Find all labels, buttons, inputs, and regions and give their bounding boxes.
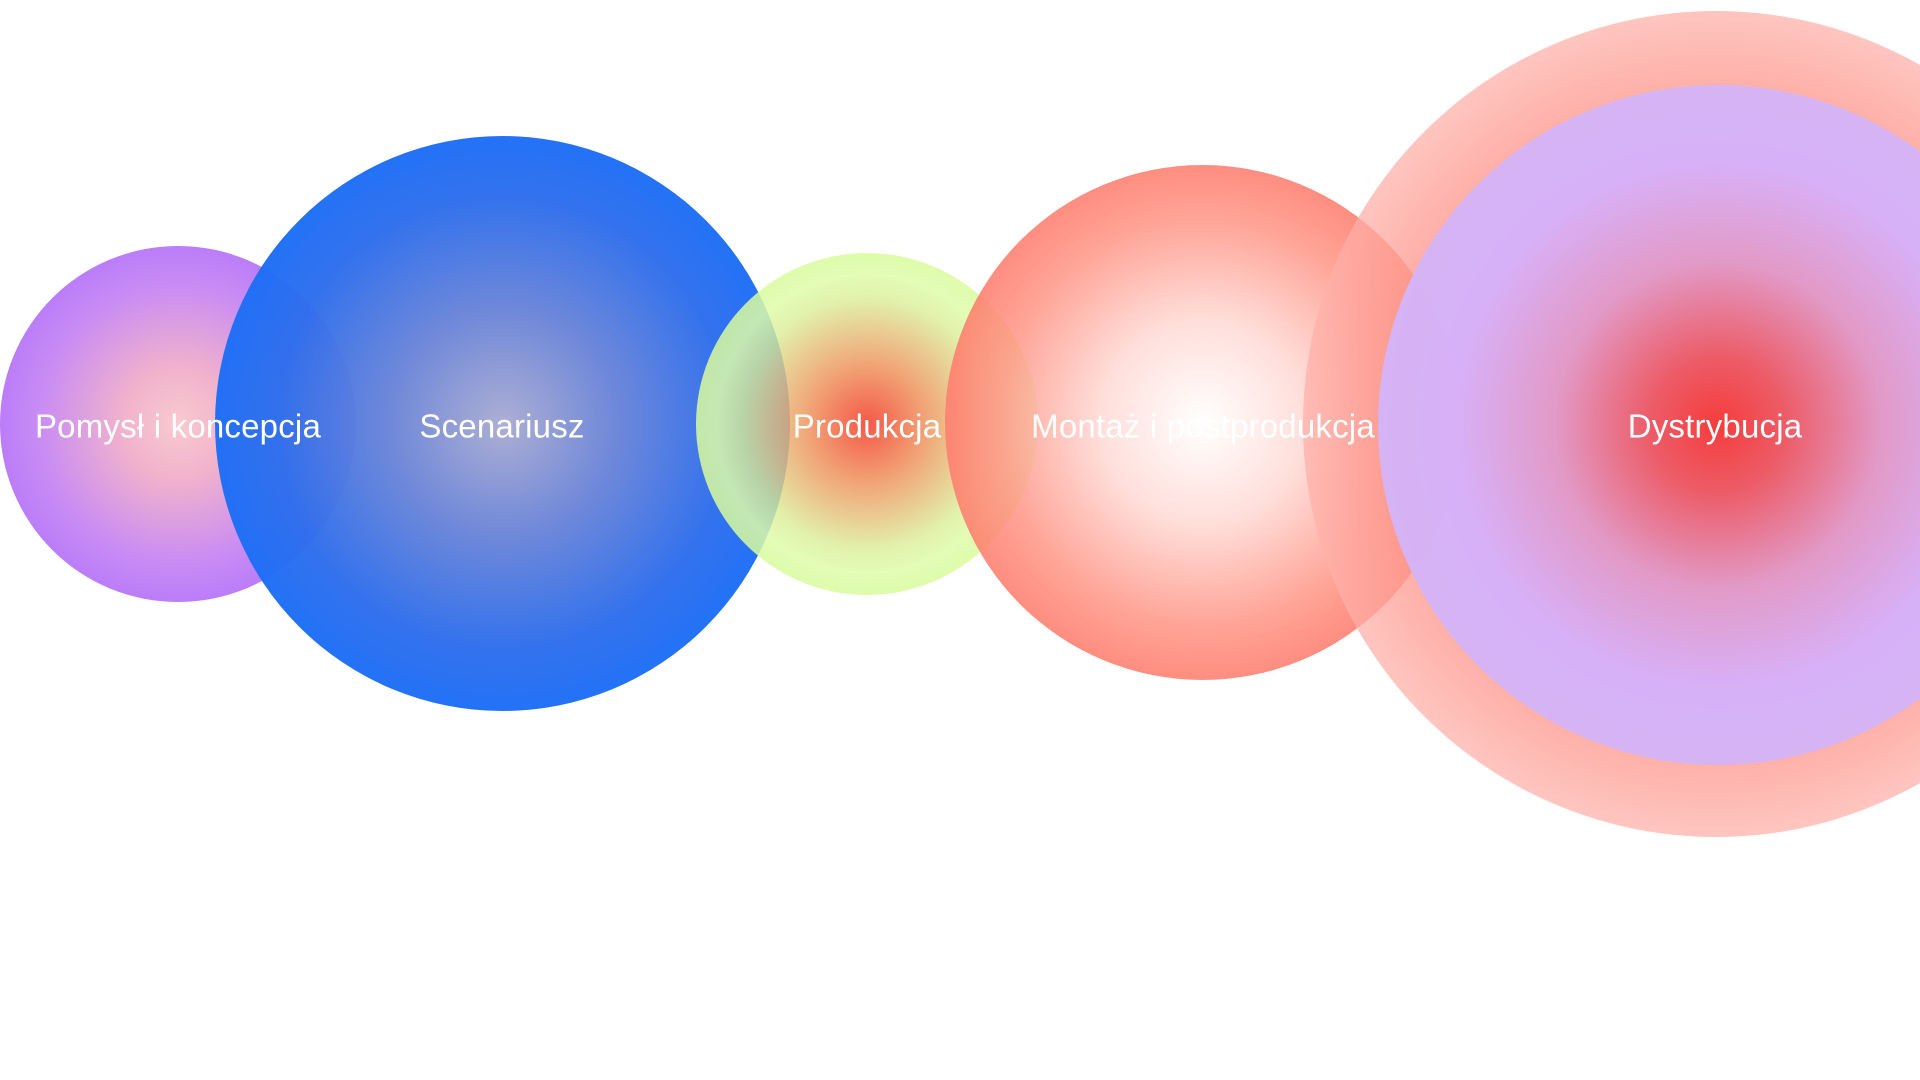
label-distribution: Dystrybucja [1627, 407, 1803, 445]
label-postproduction: Montaż i postprodukcja [1031, 407, 1375, 445]
label-production: Produkcja [792, 407, 942, 445]
label-concept: Pomysł i koncepcja [34, 407, 322, 445]
bubble-distribution [1378, 85, 1920, 765]
label-script: Scenariusz [419, 407, 585, 445]
bubble-script [215, 136, 790, 711]
